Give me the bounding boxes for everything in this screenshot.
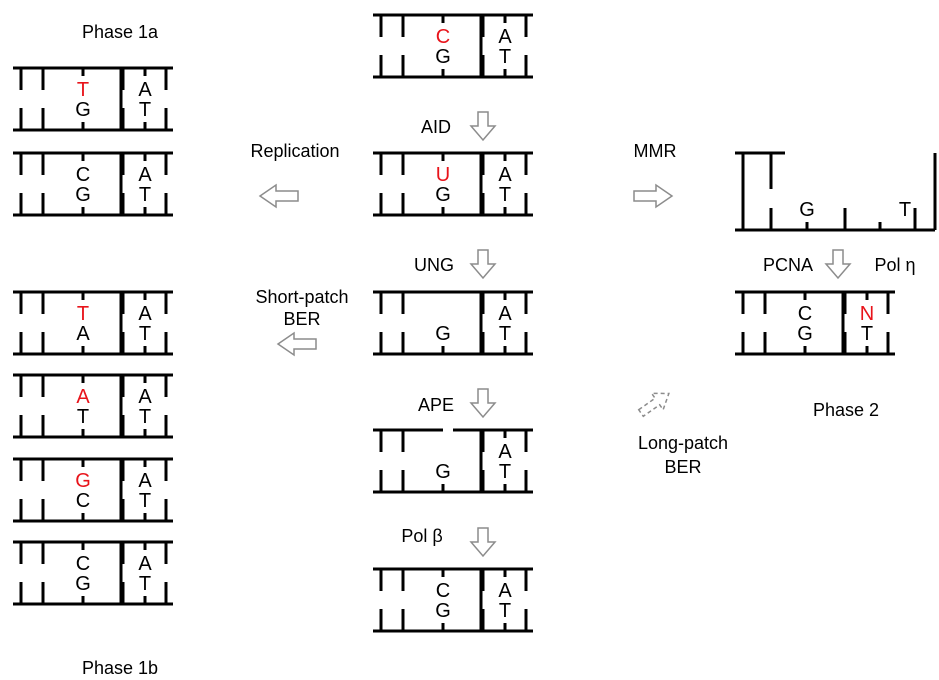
base-bottom-1: G — [435, 461, 451, 483]
base-top-1: C — [76, 553, 90, 575]
base-top-2: A — [138, 386, 152, 408]
base-top-2: A — [138, 303, 152, 325]
base-top-2: A — [498, 441, 512, 463]
base-bottom-2: T — [139, 323, 151, 345]
short-patch-ber-label: BER — [283, 309, 320, 329]
dna-duplex: G AT — [373, 290, 533, 356]
base-bottom-2: T — [861, 323, 873, 345]
base-bottom-1: G — [435, 600, 451, 622]
base-bottom-1: G — [435, 46, 451, 68]
base-top-1: C — [76, 164, 90, 186]
base-top-1: C — [436, 580, 450, 602]
base-bottom-2: T — [139, 490, 151, 512]
base-top-2: A — [498, 580, 512, 602]
replication-arrow-icon — [258, 183, 299, 209]
base-top-2: N — [860, 303, 874, 325]
base-bottom-1: A — [76, 323, 90, 345]
pol-beta-arrow-icon — [469, 527, 497, 558]
base-top-1: G — [75, 470, 91, 492]
base-top-1: T — [77, 79, 89, 101]
base-bottom-2: T — [139, 99, 151, 121]
base-bottom-2: T — [499, 323, 511, 345]
pcna-arrow-icon — [824, 249, 852, 280]
base-bottom-2: T — [139, 184, 151, 206]
pol-beta-label: Pol β — [401, 526, 442, 546]
ape-label: APE — [418, 395, 454, 415]
pcna-label: PCNA — [763, 255, 813, 275]
base-top-2: A — [138, 553, 152, 575]
dna-duplex: CG AT — [373, 13, 533, 79]
phase-1b-label: Phase 1b — [82, 658, 158, 678]
dna-duplex: UG AT — [373, 151, 533, 217]
base-bottom-2: T — [499, 600, 511, 622]
dna-duplex: G AT — [373, 428, 533, 494]
base-bottom-1: G — [75, 99, 91, 121]
base-bottom-2: T — [499, 46, 511, 68]
short-patch-label: Short-patch — [255, 287, 348, 307]
base-bottom-1: G — [75, 184, 91, 206]
short-patch-arrow-icon — [276, 331, 317, 357]
base-top-1: C — [798, 303, 812, 325]
dna-duplex: CG AT — [373, 567, 533, 633]
base-bottom-2: T — [499, 461, 511, 483]
aid-arrow-icon — [469, 111, 497, 142]
base-top-1: A — [76, 386, 90, 408]
long-patch-label: Long-patch — [638, 433, 728, 453]
base-top-1: U — [436, 164, 450, 186]
dna-duplex: CG NT — [735, 290, 895, 356]
long-patch-arrow-icon — [637, 392, 670, 418]
base-top-2: A — [498, 26, 512, 48]
base-bottom-1: T — [77, 406, 89, 428]
base-bottom-2: T — [139, 406, 151, 428]
phase-2-label: Phase 2 — [813, 400, 879, 420]
aid-label: AID — [421, 117, 451, 137]
base-top-2: A — [498, 303, 512, 325]
base-top-1: T — [77, 303, 89, 325]
dna-duplex: CG AT — [13, 151, 173, 217]
base-bottom-1: C — [76, 490, 90, 512]
ape-arrow-icon — [469, 388, 497, 419]
base-top-2: A — [138, 79, 152, 101]
ung-arrow-icon — [469, 249, 497, 280]
base-bottom-1: G — [797, 323, 813, 345]
pol-eta-label: Pol η — [874, 255, 915, 275]
base-top-1: C — [436, 26, 450, 48]
base-top-2: A — [138, 470, 152, 492]
base-bottom-1: G — [435, 184, 451, 206]
long-patch-ber-label: BER — [664, 457, 701, 477]
base-bottom-2: T — [499, 184, 511, 206]
base-bottom-1: G — [799, 199, 815, 221]
base-top-2: A — [498, 164, 512, 186]
mmr-arrow-icon — [633, 183, 674, 209]
base-top-2: A — [138, 164, 152, 186]
dna-duplex: CG AT — [13, 540, 173, 606]
replication-label: Replication — [250, 141, 339, 161]
base-bottom-2: T — [899, 199, 911, 221]
base-bottom-1: G — [75, 573, 91, 595]
dna-duplex: GC AT — [13, 457, 173, 523]
phase-1a-label: Phase 1a — [82, 22, 159, 42]
ung-label: UNG — [414, 255, 454, 275]
base-bottom-1: G — [435, 323, 451, 345]
base-bottom-2: T — [139, 573, 151, 595]
mmr-label: MMR — [634, 141, 677, 161]
